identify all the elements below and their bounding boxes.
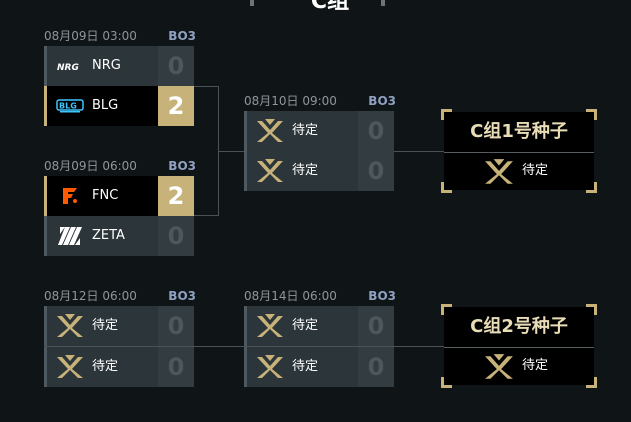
team-bar xyxy=(244,151,247,191)
seed-team-name: 待定 xyxy=(522,358,549,373)
seed-title: C组2号种子 xyxy=(470,316,568,337)
team-name: 待定 xyxy=(92,318,119,333)
match-datetime: 08月12日 06:00 xyxy=(44,289,137,303)
seed-card-1[interactable]: C组1号种子 待定 xyxy=(441,109,597,193)
seed-divider xyxy=(444,347,594,348)
seed-team-name: 待定 xyxy=(522,163,549,178)
valorant-champions-icon xyxy=(256,119,284,143)
team-score: 2 xyxy=(158,176,194,216)
valorant-champions-icon xyxy=(484,353,514,381)
match-format: BO3 xyxy=(168,29,196,43)
team-bar xyxy=(244,306,247,346)
team-score: 0 xyxy=(158,347,194,387)
team-bar xyxy=(44,216,47,256)
team-bar xyxy=(44,176,47,216)
team-bar xyxy=(44,86,47,126)
match-format: BO3 xyxy=(168,159,196,173)
match-header: 08月14日 06:00 BO3 xyxy=(244,288,396,304)
corner-bracket xyxy=(586,377,597,388)
team-score: 0 xyxy=(358,347,394,387)
team-bar xyxy=(44,306,47,346)
valorant-champions-icon xyxy=(484,158,514,186)
team-bar xyxy=(244,111,247,151)
team-row-tbd[interactable]: 待定 0 xyxy=(244,151,394,191)
valorant-champions-icon xyxy=(256,355,284,379)
team-bar xyxy=(244,347,247,387)
team-score: 2 xyxy=(158,86,194,126)
match-header: 08月10日 09:00 BO3 xyxy=(244,93,396,109)
match-format: BO3 xyxy=(368,289,396,303)
corner-bracket xyxy=(441,109,452,120)
team-bar xyxy=(44,347,47,387)
match-datetime: 08月09日 06:00 xyxy=(44,159,137,173)
team-row-tbd[interactable]: 待定 0 xyxy=(44,347,194,387)
team-row-nrg[interactable]: NRG NRG 0 xyxy=(44,46,194,86)
valorant-champions-icon xyxy=(56,355,84,379)
seed-title: C组1号种子 xyxy=(470,121,568,142)
team-score: 0 xyxy=(158,306,194,346)
connector-m2-right xyxy=(194,215,218,216)
match-datetime: 08月14日 06:00 xyxy=(244,289,337,303)
match-datetime: 08月09日 03:00 xyxy=(44,29,137,43)
team-name: NRG xyxy=(92,58,121,73)
match-format: BO3 xyxy=(368,94,396,108)
match-datetime: 08月10日 09:00 xyxy=(244,94,337,108)
corner-bracket xyxy=(586,109,597,120)
corner-bracket xyxy=(441,182,452,193)
team-row-tbd[interactable]: 待定 0 xyxy=(244,347,394,387)
svg-text:BLG: BLG xyxy=(59,102,77,111)
team-row-tbd[interactable]: 待定 0 xyxy=(244,111,394,151)
team-name: FNC xyxy=(92,188,119,203)
team-bar xyxy=(44,46,47,86)
connector-to-m3 xyxy=(218,151,244,152)
match-header: 08月09日 06:00 BO3 xyxy=(44,158,196,174)
title-right-deco xyxy=(381,0,385,6)
blg-logo-icon: BLG xyxy=(56,94,84,118)
match-format: BO3 xyxy=(168,289,196,303)
corner-bracket xyxy=(586,304,597,315)
title-left-deco xyxy=(250,0,254,6)
match-header: 08月09日 03:00 BO3 xyxy=(44,28,196,44)
team-name: 待定 xyxy=(292,123,319,138)
corner-bracket xyxy=(441,304,452,315)
team-score: 0 xyxy=(358,111,394,151)
team-score: 0 xyxy=(158,46,194,86)
nrg-logo-icon: NRG xyxy=(56,54,84,78)
corner-bracket xyxy=(441,377,452,388)
team-name: 待定 xyxy=(292,163,319,178)
team-score: 0 xyxy=(158,216,194,256)
team-row-fnc[interactable]: FNC 2 xyxy=(44,176,194,216)
team-name: 待定 xyxy=(292,359,319,374)
valorant-champions-icon xyxy=(256,314,284,338)
valorant-champions-icon xyxy=(56,314,84,338)
team-name: ZETA xyxy=(92,228,125,243)
team-row-tbd[interactable]: 待定 0 xyxy=(44,306,194,346)
team-row-tbd[interactable]: 待定 0 xyxy=(244,306,394,346)
connector-m1-right xyxy=(194,86,218,87)
seed-card-2[interactable]: C组2号种子 待定 xyxy=(441,304,597,388)
team-name: BLG xyxy=(92,98,119,113)
team-row-blg[interactable]: BLG BLG 2 xyxy=(44,86,194,126)
match-header: 08月12日 06:00 BO3 xyxy=(44,288,196,304)
team-name: 待定 xyxy=(292,318,319,333)
fnc-logo-icon xyxy=(56,184,84,208)
svg-text:NRG: NRG xyxy=(57,63,79,73)
corner-bracket xyxy=(586,182,597,193)
team-score: 0 xyxy=(358,306,394,346)
valorant-champions-icon xyxy=(256,159,284,183)
zeta-logo-icon xyxy=(56,224,84,248)
team-row-zeta[interactable]: ZETA 0 xyxy=(44,216,194,256)
seed-divider xyxy=(444,152,594,153)
team-score: 0 xyxy=(358,151,394,191)
group-title: C组 xyxy=(310,0,350,14)
connector-lower xyxy=(44,346,594,347)
team-name: 待定 xyxy=(92,359,119,374)
